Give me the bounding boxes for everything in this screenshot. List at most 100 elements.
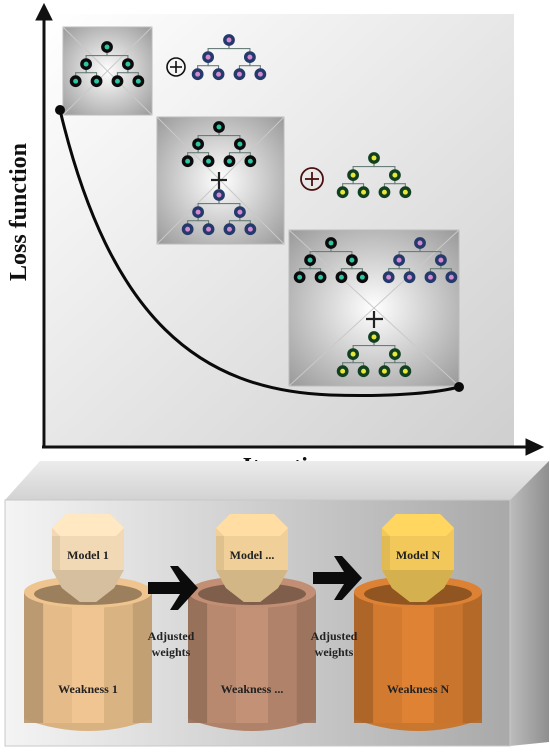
plus-symbol-1 (211, 172, 227, 189)
model-label: Model 1 (67, 548, 109, 562)
arrow-label-line1: Adjusted (148, 629, 195, 643)
model-gem (382, 514, 454, 602)
tree-node (234, 138, 246, 150)
tree-node (336, 365, 349, 378)
tree-node (399, 365, 412, 378)
tree-black-stage1 (69, 41, 145, 88)
model-gem (52, 514, 124, 602)
tree-node (347, 169, 359, 181)
y-axis-arrowhead (35, 2, 53, 21)
arrow-label-line2: weights (315, 645, 354, 659)
tree-node (389, 348, 401, 360)
tree-node (382, 271, 395, 284)
tree-node (80, 58, 92, 70)
tree-node (233, 68, 246, 81)
tree-node (181, 155, 194, 168)
tree-node (191, 68, 204, 81)
tree-node (212, 68, 225, 81)
tree-node (192, 206, 204, 218)
tree-node (368, 152, 380, 164)
model-2: Weakness ... Model ... (188, 514, 316, 731)
tree-node (213, 189, 225, 201)
tree-node (244, 155, 257, 168)
tree-node (314, 271, 327, 284)
weakness-label: Weakness N (387, 682, 450, 696)
stage-3-panel (288, 229, 460, 387)
stage-panels (62, 26, 460, 387)
weakness-label: Weakness ... (221, 682, 284, 696)
plus-circle-symbol-1 (166, 57, 186, 77)
loss-curve (58, 109, 460, 397)
model-3: Weakness N Model N (354, 514, 482, 731)
tree-node (254, 68, 267, 81)
tree-node (378, 186, 391, 199)
tree-node (325, 237, 337, 249)
model-label: Model N (396, 548, 441, 562)
stage-2-panel (156, 116, 285, 245)
stage-1-panel (62, 26, 153, 116)
tree-node (399, 186, 412, 199)
right-arrow-icon (313, 556, 362, 600)
tree-node (389, 169, 401, 181)
tree-node (346, 254, 358, 266)
tree-node (181, 223, 194, 236)
curve-end-point (454, 382, 464, 392)
tree-node (244, 223, 257, 236)
tree-node (304, 254, 316, 266)
weakness-label: Weakness 1 (58, 682, 118, 696)
arrow-2: Adjusted weights (311, 556, 362, 659)
tree-node (357, 186, 370, 199)
tree-node (368, 331, 380, 343)
tree-blue-stage2 (181, 189, 257, 236)
tree-node (403, 271, 416, 284)
tree-node (122, 58, 134, 70)
tree-node (213, 121, 225, 133)
tree-node (356, 271, 369, 284)
right-arrow-icon (148, 566, 198, 610)
tree-node (378, 365, 391, 378)
tree-node (357, 365, 370, 378)
tree-node (223, 155, 236, 168)
tree-node (69, 75, 82, 88)
arrow-1: Adjusted weights (148, 566, 198, 659)
y-axis-label: Loss function (6, 143, 32, 281)
tree-blue-stage3 (382, 237, 458, 284)
weakness-container (24, 576, 152, 731)
model-1: Weakness 1 Model 1 (24, 514, 152, 731)
curve-start-point (55, 105, 65, 115)
axes (35, 2, 545, 456)
tree-node (202, 223, 215, 236)
tree-node (335, 271, 348, 284)
tree-node (244, 51, 256, 63)
tree-node (192, 138, 204, 150)
tree-node (111, 75, 124, 88)
tree-node (223, 223, 236, 236)
x-axis-arrowhead (525, 438, 545, 456)
tree-node (234, 206, 246, 218)
decision-trees (69, 34, 458, 378)
tree-node (445, 271, 458, 284)
tree-node (424, 271, 437, 284)
weakness-container (188, 576, 316, 731)
plus-circle-symbol-2 (300, 167, 324, 191)
tree-green-stage3 (336, 331, 412, 378)
tree-node (393, 254, 405, 266)
arrow-label-line1: Adjusted (311, 629, 358, 643)
tree-node (202, 155, 215, 168)
tree-node (293, 271, 306, 284)
tree-node (101, 41, 113, 53)
model-label: Model ... (230, 548, 275, 562)
tree-node (336, 186, 349, 199)
plus-symbol-2 (366, 311, 383, 328)
tree-green-next2 (336, 152, 412, 199)
tree-blue-next1 (191, 34, 267, 81)
arrow-label-line2: weights (152, 645, 191, 659)
tree-node (347, 348, 359, 360)
tree-node (132, 75, 145, 88)
tree-black-stage3 (293, 237, 369, 284)
tree-black-stage2 (181, 121, 257, 168)
arrows-row: Adjusted weights Adjusted weights (148, 556, 362, 659)
tree-node (223, 34, 235, 46)
